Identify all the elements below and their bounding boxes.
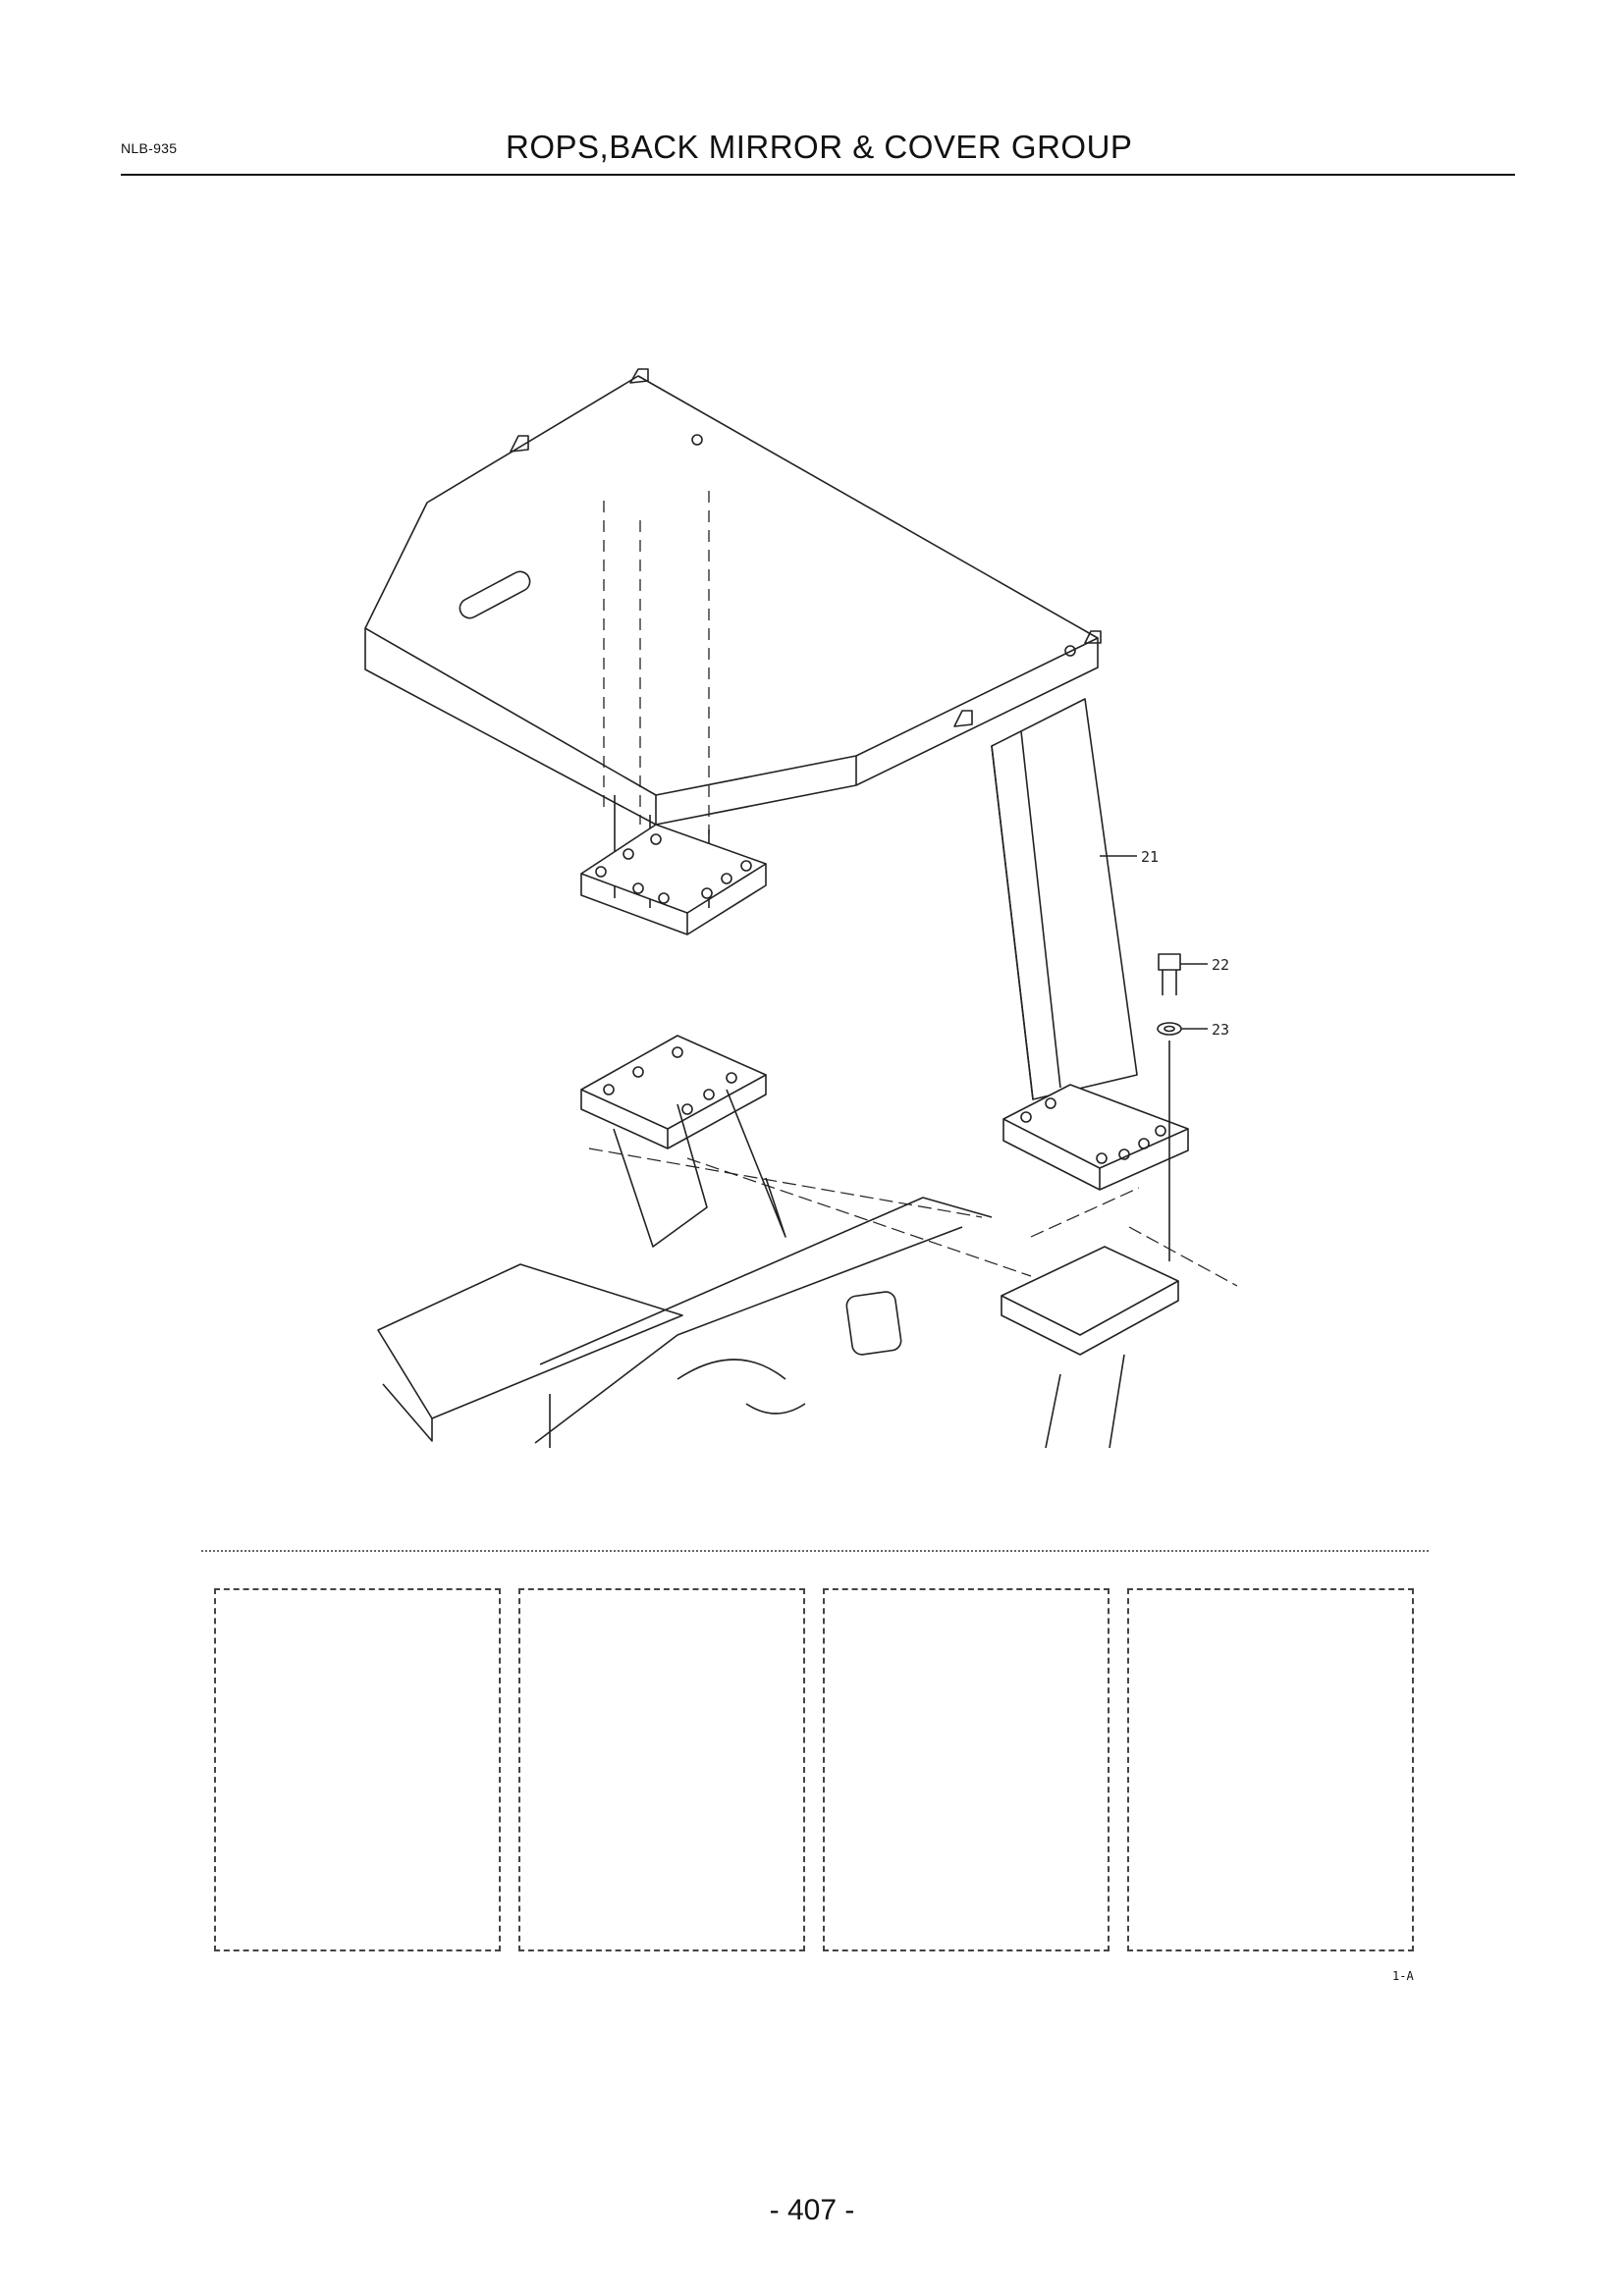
section-divider — [201, 1550, 1429, 1552]
header-rule — [121, 174, 1515, 176]
frame-front-mount — [580, 1035, 786, 1248]
callout-21: 21 — [1141, 848, 1159, 866]
callout-23: 23 — [1212, 1021, 1229, 1039]
rops-post-front — [580, 795, 767, 935]
empty-reference-panel-3 — [823, 1588, 1110, 1951]
empty-reference-panel-1 — [214, 1588, 501, 1951]
empty-reference-panel-2 — [518, 1588, 805, 1951]
bolt-and-washer — [1157, 953, 1182, 1261]
empty-reference-panel-4 — [1127, 1588, 1414, 1951]
rops-post-rear — [991, 698, 1189, 1191]
callout-22: 22 — [1212, 956, 1229, 974]
machine-frame — [377, 1197, 1179, 1449]
sheet-reference: 1-A — [1392, 1969, 1414, 1983]
model-code: NLB-935 — [121, 140, 178, 156]
page-title: ROPS,BACK MIRROR & COVER GROUP — [506, 129, 1133, 165]
rops-canopy — [364, 368, 1102, 826]
page-number: - 407 - — [769, 2194, 855, 2226]
